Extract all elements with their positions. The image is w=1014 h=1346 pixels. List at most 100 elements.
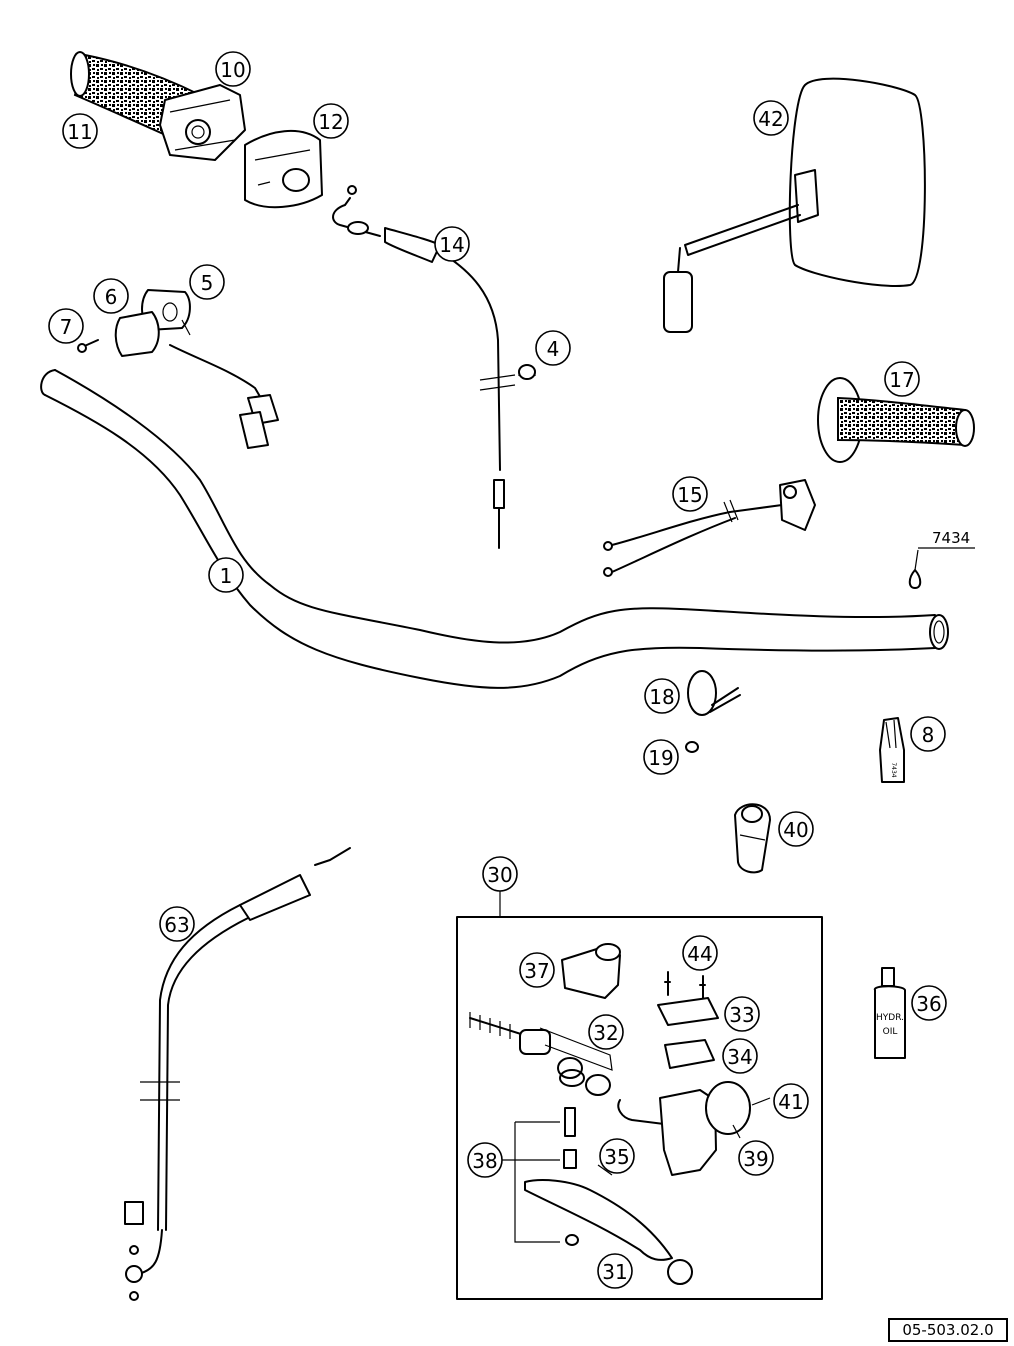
brake-hose-part bbox=[124, 847, 351, 1301]
switch-clamp-part bbox=[77, 289, 279, 449]
callout-circle bbox=[773, 1083, 809, 1119]
callout-circle bbox=[644, 678, 680, 714]
callout-number: 39 bbox=[743, 1147, 768, 1171]
callout-number: 8 bbox=[922, 723, 935, 747]
callout-number: 40 bbox=[783, 818, 808, 842]
callout-6: 6 bbox=[93, 278, 129, 314]
callout-42: 42 bbox=[753, 100, 789, 136]
callout-44: 44 bbox=[682, 935, 718, 971]
callout-circle bbox=[159, 906, 195, 942]
callout-19: 19 bbox=[643, 739, 679, 775]
callout-circle bbox=[738, 1140, 774, 1176]
callout-number: 41 bbox=[778, 1090, 803, 1114]
callout-circle bbox=[597, 1253, 633, 1289]
mirror-clamp-part bbox=[734, 803, 771, 874]
callout-number: 18 bbox=[649, 685, 674, 709]
callout-63: 63 bbox=[159, 906, 195, 942]
callout-number: 5 bbox=[201, 271, 214, 295]
callout-10: 10 bbox=[215, 51, 251, 87]
callout-circle bbox=[48, 308, 84, 344]
callout-18: 18 bbox=[644, 678, 680, 714]
annotation-label: 7434 bbox=[932, 529, 970, 547]
callout-circle bbox=[643, 739, 679, 775]
callout-circle bbox=[672, 476, 708, 512]
callout-circle bbox=[778, 811, 814, 847]
bottle-label-line-1: HYDR. bbox=[876, 1013, 904, 1023]
callout-number: 33 bbox=[729, 1003, 754, 1027]
callout-15: 15 bbox=[672, 476, 708, 512]
callout-14: 14 bbox=[434, 226, 470, 262]
callout-12: 12 bbox=[313, 103, 349, 139]
callout-32: 32 bbox=[588, 1014, 624, 1050]
callout-number: 32 bbox=[593, 1021, 618, 1045]
callout-number: 15 bbox=[677, 483, 702, 507]
callout-11: 11 bbox=[62, 113, 98, 149]
callout-4: 4 bbox=[535, 330, 571, 366]
callout-circle bbox=[208, 557, 244, 593]
bottle-label-line-2: OIL bbox=[883, 1027, 898, 1037]
callout-1: 1 bbox=[208, 557, 244, 593]
callout-31: 31 bbox=[597, 1253, 633, 1289]
callout-number: 44 bbox=[687, 942, 712, 966]
drawing-number: 05-503.02.0 bbox=[888, 1318, 1008, 1342]
callout-number: 17 bbox=[889, 368, 914, 392]
callout-circle bbox=[910, 716, 946, 752]
callout-38: 38 bbox=[467, 1142, 503, 1178]
tube-label: 7434 bbox=[890, 762, 897, 777]
callout-number: 36 bbox=[916, 992, 941, 1016]
end-cap-part bbox=[518, 364, 536, 380]
callout-36: 36 bbox=[911, 985, 947, 1021]
brake-fluid-bottle-part: HYDR. OIL bbox=[873, 967, 906, 1059]
callout-circle bbox=[519, 952, 555, 988]
callout-35: 35 bbox=[599, 1138, 635, 1174]
callout-number: 4 bbox=[547, 337, 560, 361]
callout-8: 8 bbox=[910, 716, 946, 752]
mirror-part bbox=[663, 77, 926, 333]
callout-circle bbox=[215, 51, 251, 87]
callout-circle bbox=[62, 113, 98, 149]
callout-37: 37 bbox=[519, 952, 555, 988]
callout-34: 34 bbox=[722, 1038, 758, 1074]
callout-39: 39 bbox=[738, 1140, 774, 1176]
callout-number: 31 bbox=[602, 1260, 627, 1284]
callout-number: 35 bbox=[604, 1145, 629, 1169]
callout-17: 17 bbox=[884, 361, 920, 397]
callout-number: 7 bbox=[60, 315, 73, 339]
callout-circle bbox=[599, 1138, 635, 1174]
throttle-grip-part bbox=[70, 51, 246, 161]
callout-circle bbox=[753, 100, 789, 136]
callout-circle bbox=[467, 1142, 503, 1178]
callout-7: 7 bbox=[48, 308, 84, 344]
callout-number: 11 bbox=[67, 120, 92, 144]
callout-circle bbox=[682, 935, 718, 971]
callout-circle bbox=[189, 264, 225, 300]
callout-number: 19 bbox=[648, 746, 673, 770]
callout-circle bbox=[722, 1038, 758, 1074]
throttle-cable-part bbox=[332, 185, 516, 549]
callout-number: 42 bbox=[758, 107, 783, 131]
thread-lock-tube-part: 7434 bbox=[879, 717, 905, 783]
throttle-housing-part bbox=[244, 129, 323, 209]
adhesive-annotation: 7434 bbox=[908, 529, 975, 589]
callout-number: 14 bbox=[439, 233, 464, 257]
callout-circle bbox=[482, 856, 518, 892]
cable-tie-part bbox=[685, 670, 741, 753]
left-grip-part bbox=[817, 377, 975, 463]
handlebar bbox=[40, 369, 949, 689]
master-cylinder-group bbox=[456, 888, 823, 1300]
callout-circle bbox=[911, 985, 947, 1021]
callout-number: 12 bbox=[318, 110, 343, 134]
callout-circle bbox=[535, 330, 571, 366]
callout-number: 63 bbox=[164, 913, 189, 937]
callout-number: 6 bbox=[105, 285, 118, 309]
callout-number: 1 bbox=[220, 564, 233, 588]
callout-41: 41 bbox=[773, 1083, 809, 1119]
callout-30: 30 bbox=[482, 856, 518, 892]
callout-circle bbox=[93, 278, 129, 314]
callout-40: 40 bbox=[778, 811, 814, 847]
callout-circle bbox=[313, 103, 349, 139]
callout-number: 37 bbox=[524, 959, 549, 983]
callout-circle bbox=[588, 1014, 624, 1050]
callout-number: 30 bbox=[487, 863, 512, 887]
